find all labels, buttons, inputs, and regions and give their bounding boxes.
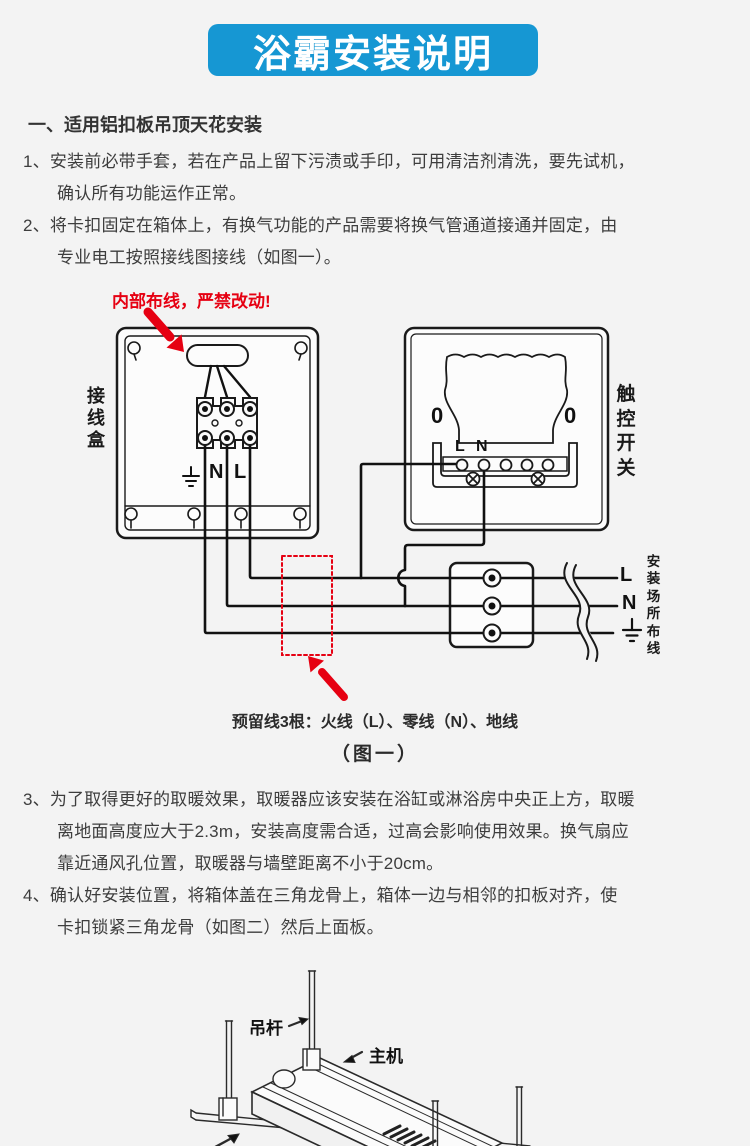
- mounting-diagram-figure2: [190, 970, 531, 1146]
- instruction-line: 1、安装前必带手套，若在产品上留下污渍或手印，可用清洁剂清洗，要先试机，: [23, 152, 635, 171]
- wiring: [203, 444, 619, 635]
- switch-l-label: L: [455, 438, 465, 455]
- instruction-line: 2、将卡扣固定在箱体上，有换气功能的产品需要将换气管通道接通并固定，由: [23, 216, 618, 235]
- lamp-symbols: [465, 471, 546, 487]
- site-wiring-label: 安装场所布线: [646, 554, 661, 657]
- section-heading: 一、适用铝扣板吊顶天花安装: [28, 115, 262, 135]
- hanging-rods: [218, 970, 524, 1146]
- figure1-label: （图一）: [330, 744, 419, 765]
- instruction-line: 4、确认好安装位置，将箱体盖在三角龙骨上，箱体一边与相邻的扣板对齐，使: [23, 886, 618, 905]
- ground-symbol-supply: [621, 617, 643, 643]
- cable-entry-slot: [186, 344, 249, 367]
- main-unit-body: [250, 1057, 504, 1146]
- mounting-screws: [124, 341, 308, 529]
- title-banner: 浴霸安装说明: [208, 24, 538, 76]
- terminal-l-label: L: [234, 461, 247, 483]
- instruction-line: 离地面高度应大于2.3m，安装高度需合适，过高会影响使用效果。换气扇应: [57, 822, 629, 841]
- instruction-line: 靠近通风孔位置，取暖器与墙壁距离不小于20cm。: [57, 854, 444, 873]
- junction-box: [115, 326, 320, 540]
- instruction-line: 专业电工按照接线图接线（如图一）。: [57, 248, 341, 267]
- rod-label: 吊杆: [249, 1019, 283, 1038]
- screw-terminals: [197, 401, 258, 446]
- flex-cable-squiggle: [563, 559, 599, 665]
- figure1-caption: 预留线3根：火线（L）、零线（N）、地线: [231, 714, 519, 731]
- touch-switch: [403, 326, 610, 532]
- switch-mechanism: [444, 353, 568, 444]
- wiring-diagram-figure1: [115, 307, 643, 701]
- terminal-n-label: N: [209, 461, 224, 483]
- warning-arrow: [143, 307, 184, 352]
- switch-n-label: N: [476, 438, 488, 455]
- page-title: 浴霸安装说明: [252, 33, 493, 76]
- instruction-line: 3、为了取得更好的取暖效果，取暖器应该安装在浴缸或淋浴房中央正上方，取暖: [23, 790, 635, 809]
- supply-block-screws: [482, 568, 502, 643]
- supply-n-label: N: [622, 592, 637, 614]
- junction-box-label: 接线盒: [87, 386, 105, 450]
- supply-l-label: L: [620, 564, 633, 586]
- switch-zero-right: 0: [564, 403, 577, 428]
- vent-grille: [382, 1124, 437, 1146]
- switch-terminals: [455, 458, 555, 472]
- fan-dome: [272, 1069, 296, 1089]
- switch-zero-left: 0: [431, 403, 444, 428]
- internal-wires: [203, 364, 252, 399]
- instruction-line: 确认所有功能运作正常。: [57, 184, 247, 203]
- reserved-wire-arrow: [308, 656, 348, 701]
- rod-label-arrow: [287, 1016, 310, 1028]
- internal-wiring-warning: 内部布线，严禁改动!: [112, 292, 271, 311]
- keel-pointer-arrow: [214, 1133, 240, 1146]
- unit-label: 主机: [369, 1047, 403, 1066]
- reserved-wire-highlight: [281, 555, 333, 656]
- touch-switch-label: 触控开关: [616, 384, 636, 479]
- ground-symbol-junction: [182, 466, 200, 487]
- instruction-line: 卡扣锁紧三角龙骨（如图二）然后上面板。: [57, 918, 384, 937]
- unit-label-arrow: [342, 1050, 364, 1064]
